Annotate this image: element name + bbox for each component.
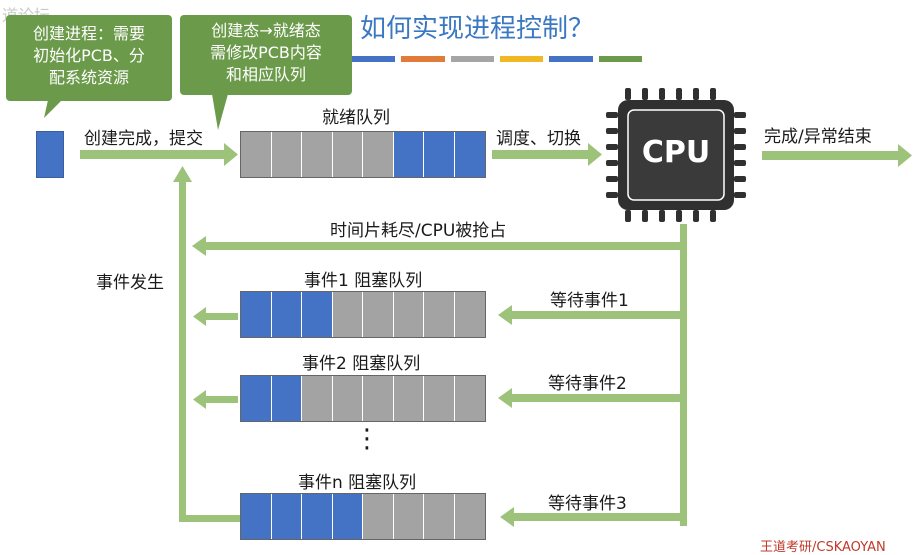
page-title: 如何实现进程控制？ — [360, 14, 595, 44]
create-submit-label: 创建完成，提交 — [84, 129, 203, 149]
queue-cell-empty — [363, 132, 394, 177]
ready-queue-label: 就绪队列 — [322, 108, 390, 128]
title-bar-seg — [549, 56, 593, 62]
title-bar-seg — [499, 56, 544, 62]
queue2-out-arrow — [193, 390, 238, 409]
queuen-label: 事件n 阻塞队列 — [298, 473, 417, 493]
event-occur-label: 事件发生 — [96, 273, 164, 293]
queue-cell-pcb — [454, 132, 485, 177]
event-occur-line — [173, 166, 241, 522]
wait-event-3-arrow — [500, 507, 687, 527]
queue-cell-pcb — [424, 132, 455, 177]
queue-cell-empty — [302, 376, 333, 421]
timeslice-label: 时间片耗尽/CPU被抢占 — [330, 221, 507, 241]
queue1-label: 事件1 阻塞队列 — [304, 271, 423, 291]
eventn-blocked-queue — [240, 493, 486, 540]
title-bar-seg — [598, 56, 642, 62]
ellipsis-dots: ⋮ — [354, 424, 380, 454]
queue1-out-arrow — [193, 307, 238, 326]
title-color-bar — [352, 56, 642, 62]
event1-blocked-queue — [240, 291, 486, 338]
queue-cell-empty — [393, 292, 424, 337]
timeslice-arrow — [192, 236, 687, 256]
queue-cell-pcb — [332, 494, 363, 539]
schedule-label: 调度、切换 — [496, 129, 581, 149]
queue-cell-empty — [332, 376, 363, 421]
queue-cell-empty — [271, 132, 302, 177]
wait2-label: 等待事件2 — [548, 374, 627, 394]
title-bar-seg — [450, 56, 494, 62]
ready-queue — [240, 131, 486, 178]
queue-cell-pcb — [302, 494, 333, 539]
callout-line: 创建态→就绪态 — [211, 21, 321, 40]
schedule-arrow — [492, 143, 602, 166]
new-process-block — [36, 131, 64, 178]
callout-tail — [44, 100, 62, 118]
queue-cell-pcb — [241, 292, 272, 337]
wait-event-2-arrow — [498, 388, 687, 408]
queue-cell-empty — [363, 494, 394, 539]
cpu-output-line — [680, 224, 687, 526]
queue-cell-empty — [424, 494, 455, 539]
finish-label: 完成/异常结束 — [764, 127, 872, 147]
queue-cell-empty — [332, 292, 363, 337]
callout-line: 配系统资源 — [48, 68, 129, 87]
callout-create-process: 创建进程：需要 初始化PCB、分 配系统资源 — [6, 15, 172, 101]
wait-event-1-arrow — [498, 305, 687, 325]
queue-cell-empty — [241, 132, 272, 177]
queue-cell-empty — [424, 376, 455, 421]
queue2-label: 事件2 阻塞队列 — [302, 354, 421, 374]
queue-cell-empty — [332, 132, 363, 177]
queue-cell-pcb — [302, 292, 333, 337]
event2-blocked-queue — [240, 375, 486, 422]
queue-cell-empty — [424, 292, 455, 337]
queue-cell-empty — [363, 376, 394, 421]
callout-line: 和相应队列 — [225, 65, 306, 84]
title-bar-seg — [401, 56, 445, 62]
queue-cell-empty — [393, 494, 424, 539]
queue-cell-pcb — [393, 132, 424, 177]
callout-tail — [212, 94, 228, 130]
cpu-label: CPU — [641, 135, 711, 170]
queue-cell-empty — [454, 292, 485, 337]
queue-cell-empty — [454, 494, 485, 539]
queue-cell-pcb — [271, 376, 302, 421]
callout-line: 创建进程：需要 — [32, 24, 145, 43]
create-submit-arrow — [80, 143, 238, 166]
queue-cell-empty — [363, 292, 394, 337]
wait1-label: 等待事件1 — [550, 291, 629, 311]
callout-create-to-ready: 创建态→就绪态 需修改PCB内容 和相应队列 — [180, 15, 352, 95]
queue-cell-pcb — [241, 494, 272, 539]
queue-cell-pcb — [271, 494, 302, 539]
title-bar-seg — [352, 56, 396, 62]
cpu-icon — [606, 88, 746, 222]
queue-cell-pcb — [271, 292, 302, 337]
callout-line: 需修改PCB内容 — [210, 43, 322, 62]
wait3-label: 等待事件3 — [548, 494, 627, 514]
queue-cell-empty — [302, 132, 333, 177]
queue-cell-empty — [393, 376, 424, 421]
callout-line: 初始化PCB、分 — [33, 46, 145, 65]
finish-arrow — [762, 144, 912, 167]
queue-cell-pcb — [241, 376, 272, 421]
queue-cell-empty — [454, 376, 485, 421]
